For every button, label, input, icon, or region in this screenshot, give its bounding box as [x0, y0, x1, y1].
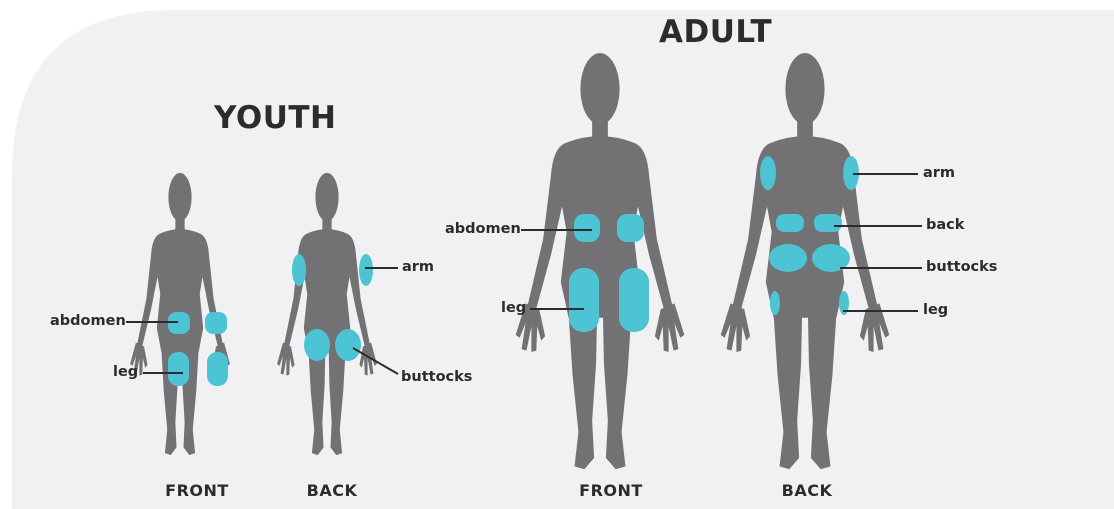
adult-back-site-label: back [926, 217, 964, 233]
adult-abdomen-label: abdomen [445, 221, 521, 237]
adult-back-label: BACK [782, 481, 833, 500]
youth-title: YOUTH [214, 100, 336, 136]
adult-arm-label: arm [923, 165, 955, 181]
adult-front-label: FRONT [579, 481, 643, 500]
youth-leg-label: leg [113, 364, 138, 380]
youth-back-label: BACK [307, 481, 358, 500]
adult-leg-label: leg [501, 300, 526, 316]
adult-buttocks-label: buttocks [926, 259, 997, 275]
adult-leg-back-label: leg [923, 302, 948, 318]
adult-title: ADULT [659, 14, 772, 50]
youth-buttocks-label: buttocks [401, 369, 472, 385]
youth-abdomen-label: abdomen [50, 313, 126, 329]
youth-front-label: FRONT [165, 481, 229, 500]
youth-arm-label: arm [402, 259, 434, 275]
